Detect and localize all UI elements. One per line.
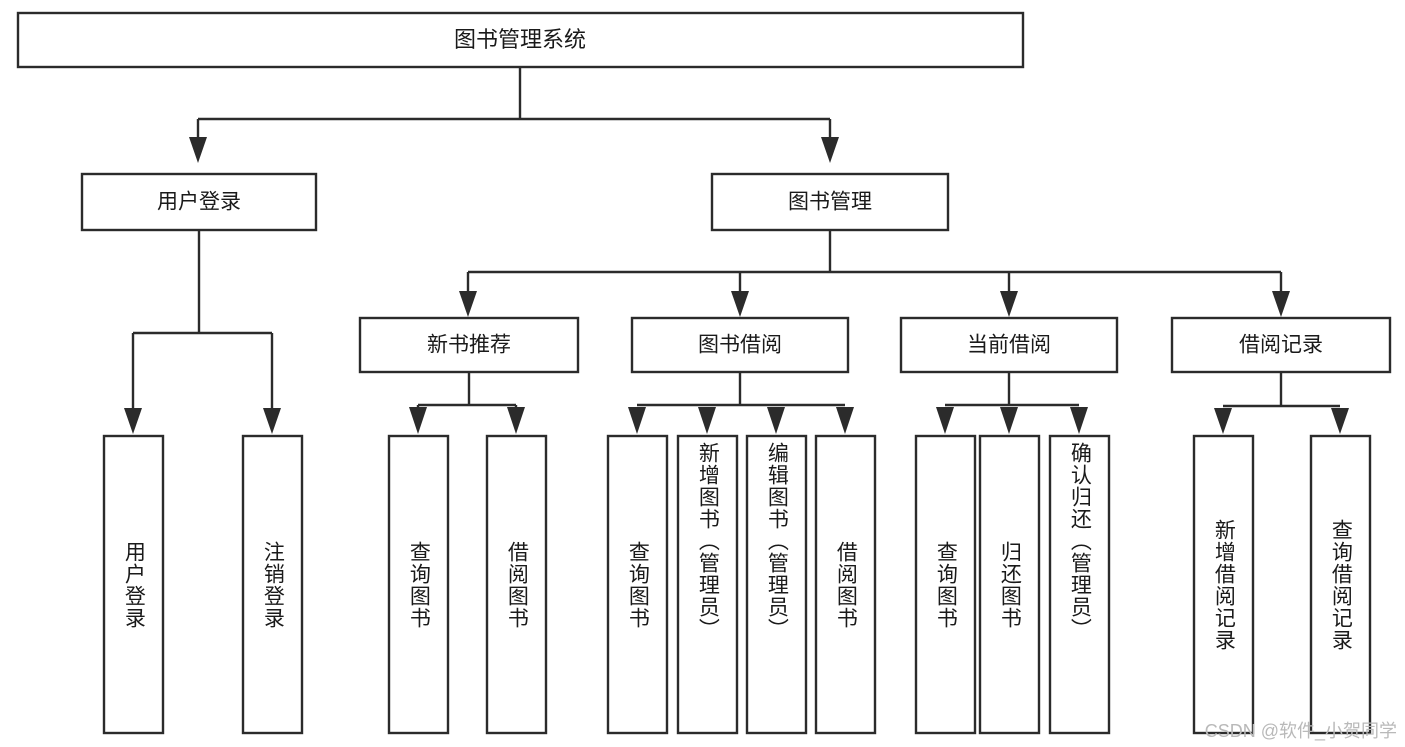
arrow-head-leaf-user-login <box>124 408 142 434</box>
arrow-head-leaf-return-book <box>1000 407 1018 434</box>
node-borrow-record-label: 借阅记录 <box>1239 334 1323 357</box>
node-book-borrow-box <box>630 316 850 374</box>
arrow-head-leaf-add-book <box>698 407 716 434</box>
arrow-head-to-borrow-record <box>1272 291 1290 317</box>
node-book-management-label: 图书管理 <box>788 191 872 214</box>
arrow-head-leaf-logout-login <box>263 408 281 434</box>
node-current-borrow-box <box>899 316 1119 374</box>
node-borrow-record[interactable]: 借阅记录 <box>1170 316 1392 374</box>
node-book-borrow-label: 图书借阅 <box>698 334 782 357</box>
node-current-borrow[interactable]: 当前借阅 <box>899 316 1119 374</box>
leaf-box-query-book-2[interactable] <box>606 434 669 735</box>
leaf-box-query-book-1[interactable] <box>387 434 450 735</box>
arrow-head-leaf-edit-book <box>767 407 785 434</box>
arrow-head-to-book-management <box>821 137 839 163</box>
leaf-box-query-record[interactable] <box>1309 434 1372 735</box>
node-book-borrow[interactable]: 图书借阅 <box>630 316 850 374</box>
leaf-box-borrow-book-2[interactable] <box>814 434 877 735</box>
node-user-login[interactable]: 用户登录 <box>80 172 318 232</box>
arrow-head-to-book-borrow <box>731 291 749 317</box>
node-borrow-record-box <box>1170 316 1392 374</box>
arrow-head-leaf-borrow-book-2 <box>836 407 854 434</box>
leaf-box-edit-book[interactable] <box>745 434 808 735</box>
arrow-head-to-user-login <box>189 137 207 163</box>
node-root-label: 图书管理系统 <box>454 27 586 52</box>
node-new-book-recommend[interactable]: 新书推荐 <box>358 316 580 374</box>
arrow-head-leaf-query-record <box>1331 408 1349 434</box>
arrow-head-to-current-borrow <box>1000 291 1018 317</box>
node-current-borrow-label: 当前借阅 <box>967 334 1051 357</box>
leaf-box-logout-login[interactable] <box>241 434 304 735</box>
arrow-head-leaf-query-book-2 <box>628 407 646 434</box>
arrow-head-leaf-query-book-1 <box>409 407 427 434</box>
leaf-box-return-book[interactable] <box>978 434 1041 735</box>
arrow-head-leaf-borrow-book-1 <box>507 407 525 434</box>
arrow-head-leaf-confirm-return <box>1070 407 1088 434</box>
node-root[interactable]: 图书管理系统 <box>16 11 1025 69</box>
arrow-head-leaf-query-book-3 <box>936 407 954 434</box>
node-new-book-recommend-box <box>358 316 580 374</box>
leaf-box-add-record[interactable] <box>1192 434 1255 735</box>
leaf-box-user-login[interactable] <box>102 434 165 735</box>
watermark-text: CSDN @软件_小贺同学 <box>1204 721 1397 741</box>
node-book-management[interactable]: 图书管理 <box>710 172 950 232</box>
leaf-box-confirm-return[interactable] <box>1048 434 1111 735</box>
node-user-login-label: 用户登录 <box>157 191 241 214</box>
leaf-box-add-book[interactable] <box>676 434 739 735</box>
arrow-head-to-new-book-recommend <box>459 291 477 317</box>
node-new-book-recommend-label: 新书推荐 <box>427 334 511 357</box>
arrow-head-leaf-add-record <box>1214 408 1232 434</box>
leaf-box-query-book-3[interactable] <box>914 434 977 735</box>
leaf-box-borrow-book-1[interactable] <box>485 434 548 735</box>
node-book-management-box <box>710 172 950 232</box>
node-root-box <box>16 11 1025 69</box>
